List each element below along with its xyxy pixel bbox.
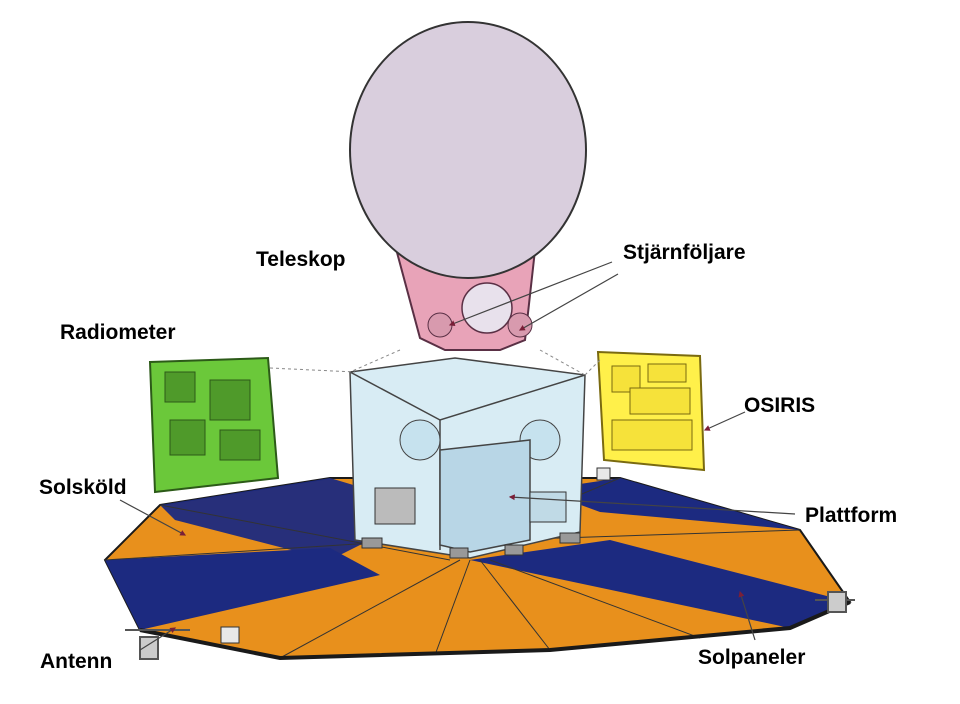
antenna-right (815, 591, 855, 613)
pointer-arrow-icon (738, 590, 756, 641)
leader-lines (119, 261, 796, 651)
pointer-arrow-icon (703, 411, 746, 431)
label-teleskop: Teleskop (256, 248, 346, 271)
pointer-arrow-icon (119, 499, 187, 536)
pointer-arrow-icon (508, 494, 796, 515)
assembly-guidelines (269, 349, 601, 376)
label-osiris: OSIRIS (744, 394, 816, 417)
label-solskold: Solsköld (39, 476, 127, 499)
label-antenn: Antenn (40, 650, 113, 673)
antenna-left (125, 629, 190, 660)
platform (349, 357, 586, 559)
telescope-dish (349, 21, 587, 279)
label-stjarnfoljare: Stjärnföljare (623, 241, 746, 264)
solar-shield-panels (103, 467, 852, 661)
pointer-arrow-icon (139, 627, 177, 651)
pointer-arrow-icon (448, 261, 613, 327)
label-plattform: Plattform (805, 504, 898, 527)
osiris-instrument (596, 350, 706, 472)
label-radiometer: Radiometer (60, 321, 176, 344)
label-solpaneler: Solpaneler (698, 646, 806, 669)
pointer-arrow-icon (518, 273, 619, 331)
radiometer (148, 356, 280, 494)
